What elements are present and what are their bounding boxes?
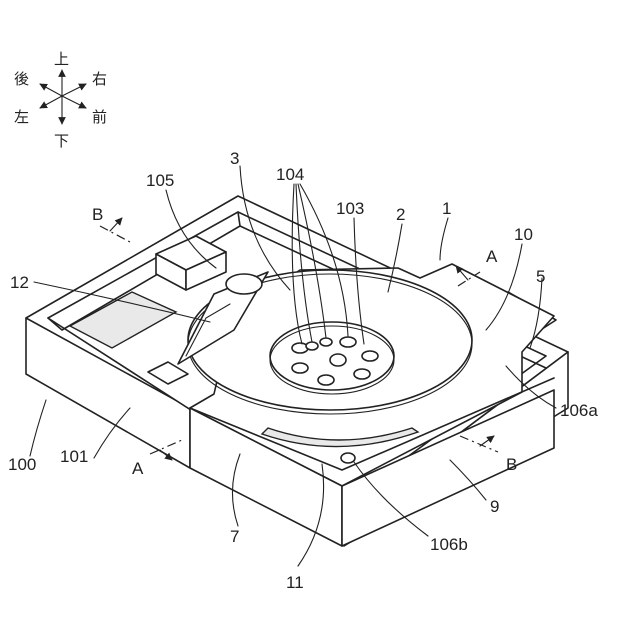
label-section-b-bottom: B (506, 455, 517, 474)
label-10: 10 (514, 225, 533, 244)
label-106b: 106b (430, 535, 468, 554)
label-9: 9 (490, 497, 499, 516)
label-105: 105 (146, 171, 174, 190)
label-101: 101 (60, 447, 88, 466)
arrow-rear-icon (40, 84, 62, 96)
section-b-top-arrow (110, 218, 122, 231)
label-7: 7 (230, 527, 239, 546)
leader-1 (440, 218, 448, 260)
screw (318, 375, 334, 385)
label-103: 103 (336, 199, 364, 218)
label-section-b-top: B (92, 205, 103, 224)
post-106b (341, 453, 355, 463)
screw (354, 369, 370, 379)
label-2: 2 (396, 205, 405, 224)
direction-down: 下 (54, 132, 69, 150)
arrow-front-icon (62, 96, 86, 108)
arrow-left-icon (40, 96, 62, 108)
screw (340, 337, 356, 347)
direction-front: 前 (92, 108, 107, 126)
arrow-right-icon (62, 84, 86, 96)
label-100: 100 (8, 455, 36, 474)
direction-right: 右 (92, 70, 107, 88)
label-section-a-bottom: A (132, 459, 144, 478)
label-12: 12 (10, 273, 29, 292)
direction-compass: 上 下 後 前 左 右 (14, 50, 107, 150)
label-106a: 106a (560, 401, 598, 420)
label-104: 104 (276, 165, 304, 184)
actuator-pivot (226, 274, 262, 294)
section-b-top-line (100, 226, 130, 242)
center-screw (330, 354, 346, 366)
screw (320, 338, 332, 346)
label-1: 1 (442, 199, 451, 218)
screw (362, 351, 378, 361)
leader-100 (30, 400, 46, 456)
direction-left: 左 (14, 108, 29, 126)
screw (292, 363, 308, 373)
label-3: 3 (230, 149, 239, 168)
label-5: 5 (536, 267, 545, 286)
direction-up: 上 (54, 50, 69, 68)
label-11: 11 (286, 573, 304, 592)
screw (306, 342, 318, 350)
direction-rear: 後 (14, 70, 29, 88)
label-section-a-top: A (486, 247, 498, 266)
